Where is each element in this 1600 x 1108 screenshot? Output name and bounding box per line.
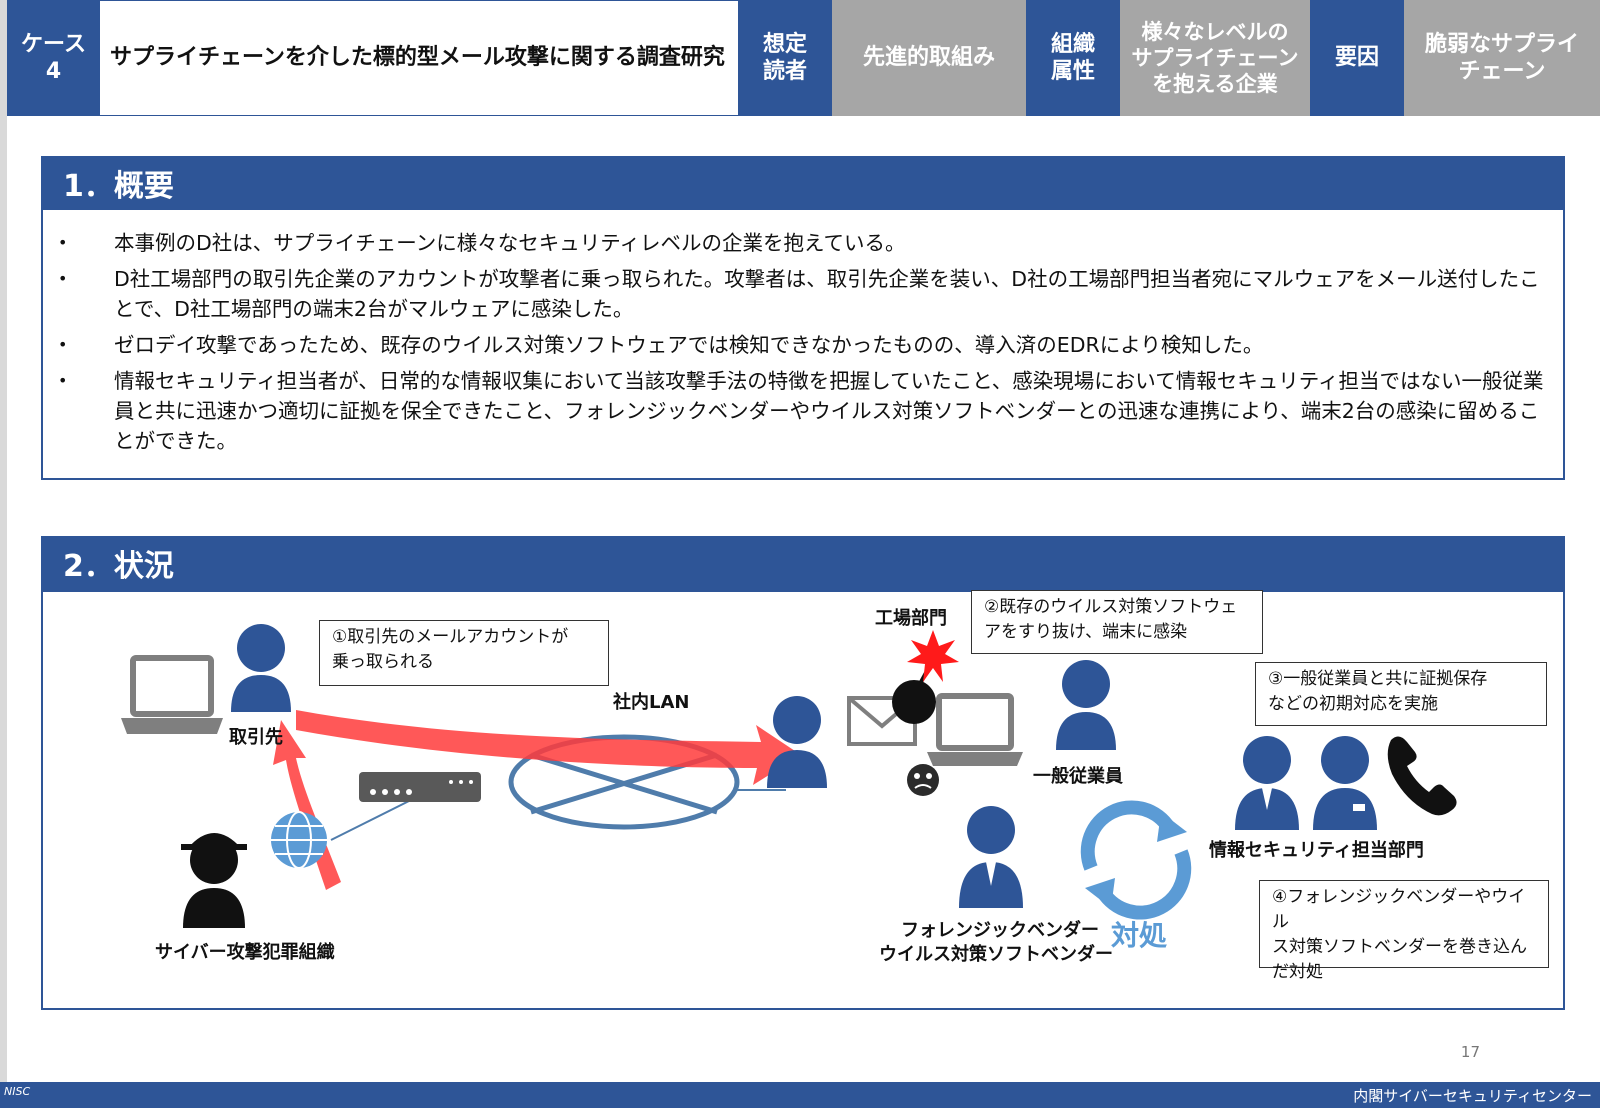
note-step4: ④フォレンジックベンダーやウイル ス対策ソフトベンダーを巻き込ん だ対処: [1259, 880, 1549, 982]
footer-organization: 内閣サイバーセキュリティセンター: [1353, 1087, 1592, 1105]
laptop-icon: [121, 655, 223, 734]
crime-org-label: サイバー攻撃犯罪組織: [155, 942, 335, 963]
lan-label: 社内LAN: [613, 692, 690, 713]
cycle-arrows-icon: [1080, 800, 1192, 920]
vendor-label-line1: フォレンジックベンダー: [901, 920, 1099, 941]
tag-key-factor: 要因: [1310, 0, 1404, 116]
infected-laptop-icon: [927, 693, 1023, 766]
note-step1: ①取引先のメールアカウントが 乗っ取られる: [319, 620, 609, 686]
tag-value-org: 様々なレベルの サプライチェーン を抱える企業: [1120, 0, 1310, 116]
security-staff-icon: [1235, 736, 1299, 830]
bomb-icon: [892, 630, 959, 724]
security-dept-label: 情報セキュリティ担当部門: [1209, 840, 1424, 861]
cycle-arrowhead-icon: [1085, 878, 1115, 908]
phone-icon: [1387, 736, 1457, 816]
nisc-logo: NISC: [4, 1085, 31, 1098]
overview-bullet-list: •本事例のD社は、サプライチェーンに様々なセキュリティレベルの企業を抱えている。…: [58, 228, 1548, 462]
footer-bar: NISC 内閣サイバーセキュリティセンター: [0, 1082, 1600, 1108]
note-step2: ②既存のウイルス対策ソフトウェ アをすり抜け、端末に感染: [971, 590, 1263, 654]
router-icon: [359, 772, 481, 802]
cycle-arrowhead-icon: [1157, 812, 1187, 842]
page-title: サプライチェーンを介した標的型メール攻撃に関する調査研究: [100, 0, 738, 116]
tag-value-readers: 先進的取組み: [832, 0, 1026, 116]
factory-person-icon: [767, 696, 827, 788]
section2-heading: 2．状況: [41, 536, 1565, 590]
list-item: •情報セキュリティ担当者が、日常的な情報収集において当該攻撃手法の特徴を把握して…: [58, 369, 1544, 453]
note-step3: ③一般従業員と共に証拠保存 などの初期対応を実施: [1255, 662, 1547, 726]
tag-key-readers: 想定 読者: [738, 0, 832, 116]
left-edge-bar: [0, 0, 7, 1108]
security-staff-icon: [1313, 736, 1377, 830]
partner-person-icon: [231, 624, 291, 712]
partner-label: 取引先: [229, 727, 283, 748]
response-label: 対処: [1111, 919, 1168, 952]
page-number: 17: [1460, 1043, 1480, 1061]
diagram-graphics: [121, 624, 1457, 928]
employee-person-icon: [1056, 660, 1116, 750]
vendor-person-icon: [959, 806, 1023, 908]
attack-arrow-icon: [296, 710, 801, 785]
situation-diagram: 取引先 サイバー攻撃犯罪組織 社内LAN 工場部門 一般従業員 情報セキュリティ…: [41, 590, 1565, 1010]
section1-heading: 1．概要: [41, 156, 1565, 210]
malware-icon: [907, 764, 939, 796]
router-link-line: [330, 799, 412, 841]
list-item: •本事例のD社は、サプライチェーンに様々なセキュリティレベルの企業を抱えている。: [58, 231, 906, 255]
factory-label: 工場部門: [875, 608, 947, 629]
attacker-person-icon: [181, 833, 247, 928]
employee-label: 一般従業員: [1033, 766, 1123, 787]
case-label: ケース 4: [7, 0, 100, 116]
list-item: •D社工場部門の取引先企業のアカウントが攻撃者に乗っ取られた。攻撃者は、取引先企…: [58, 267, 1540, 321]
list-item: •ゼロデイ攻撃であったため、既存のウイルス対策ソフトウェアでは検知できなかったも…: [58, 333, 1264, 357]
tag-key-org: 組織 属性: [1026, 0, 1120, 116]
section1-box: [41, 208, 1565, 480]
tag-value-factor: 脆弱なサプライ チェーン: [1404, 0, 1600, 116]
vendor-label-line2: ウイルス対策ソフトベンダー: [879, 944, 1113, 965]
globe-icon: [271, 811, 327, 869]
